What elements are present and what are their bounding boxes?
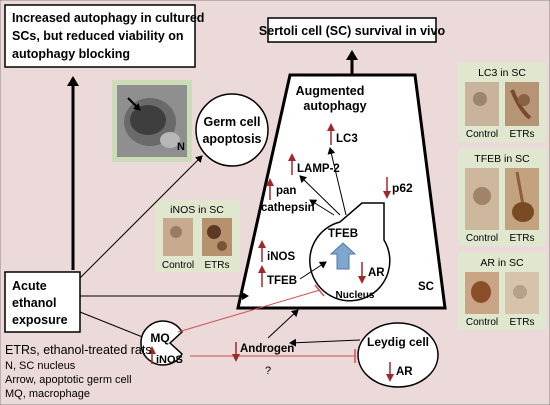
mq-label: MQ — [150, 331, 169, 345]
androgen-label: Androgen — [240, 343, 294, 355]
tfeb-translocation-arrow — [329, 242, 357, 270]
sertoli-cell-shape — [236, 73, 447, 310]
lc3-label: LC3 — [336, 133, 358, 145]
pan-label: pan — [276, 185, 296, 197]
tfeb-sc-label: TFEB — [267, 275, 297, 287]
acute-line-1: Acute — [12, 279, 47, 293]
ar-panel-title: AR in SC — [480, 257, 524, 269]
inos-panel-control: Control — [162, 260, 194, 271]
in-vitro-finding-line-2: SCs, but reduced viability on — [12, 29, 184, 43]
leydig-to-androgen-arrow — [289, 338, 361, 347]
leydig-ar-label: AR — [396, 366, 413, 378]
ar-label: AR — [368, 267, 385, 279]
legend-line-3: Arrow, apoptotic germ cell — [5, 374, 132, 386]
germ-cell-apoptosis-line-2: apoptosis — [202, 132, 261, 146]
tfeb-nuclear-label: TFEB — [328, 228, 358, 240]
germ-cell-apoptosis-node: Germ cell apoptosis — [195, 93, 269, 167]
nucleus-label: Nucleus — [336, 290, 375, 301]
leydig-label: Leydig cell — [367, 335, 429, 349]
germ-cell-apoptosis-line-1: Germ cell — [204, 115, 261, 129]
augmented-autophagy-line-2: autophagy — [303, 99, 366, 113]
sc-survival-box: Sertoli cell (SC) survival in vivo — [259, 17, 446, 43]
macrophage-shape — [140, 320, 183, 366]
sc-survival-text: Sertoli cell (SC) survival in vivo — [259, 24, 446, 38]
question-mark: ? — [265, 365, 271, 377]
lc3-panel-etrs: ETRs — [510, 129, 535, 140]
legend-line-4: MQ, macrophage — [5, 388, 90, 400]
tfeb-panel-control: Control — [466, 233, 498, 244]
leydig-cell-node: Leydig cell AR — [357, 322, 439, 388]
in-vitro-finding-line-3: autophagy blocking — [12, 47, 130, 61]
lc3-panel-control: Control — [466, 129, 498, 140]
legend-line-1: ETRs, ethanol-treated rats — [5, 343, 152, 357]
in-vitro-finding-box: Increased autophagy in cultured SCs, but… — [4, 4, 204, 68]
ar-panel-etrs: ETRs — [510, 317, 535, 328]
inos-panel: iNOS in SC Control ETRs — [155, 200, 240, 272]
mq-inhibits-sc-line — [177, 289, 321, 333]
legend-line-2: N, SC nucleus — [5, 360, 76, 372]
tfeb-to-lamp2-arrow — [299, 175, 341, 216]
acute-line-2: ethanol — [12, 296, 56, 310]
legend: ETRs, ethanol-treated rats N, SC nucleus… — [5, 343, 152, 400]
acute-to-apoptosis-arrow — [79, 155, 203, 279]
tfeb-panel-title: TFEB in SC — [474, 153, 530, 165]
in-vitro-finding-line-1: Increased autophagy in cultured — [12, 11, 204, 25]
ar-panel-control: Control — [466, 317, 498, 328]
acute-line-3: exposure — [12, 313, 68, 327]
tfeb-panel-etrs: ETRs — [510, 233, 535, 244]
augmented-autophagy-line-1: Augmented — [296, 84, 365, 98]
androgen-to-sc-arrow — [267, 309, 299, 339]
em-micrograph: N — [112, 80, 192, 162]
acute-ethanol-box: Acute ethanol exposure — [4, 271, 81, 333]
inos-mq-label: iNOS — [156, 354, 183, 366]
cathepsin-label: cathepsin — [261, 202, 315, 214]
sc-label: SC — [418, 281, 434, 293]
lc3-panel-title: LC3 in SC — [478, 67, 526, 79]
tfeb-to-cathepsin-arrow — [309, 199, 335, 216]
lamp2-label: LAMP-2 — [297, 163, 340, 175]
p62-label: p62 — [392, 181, 413, 195]
tfeb-to-lc3-arrow — [327, 147, 347, 216]
lc3-panel: LC3 in SC Control ETRs — [458, 62, 546, 142]
acute-to-mq-arrow — [79, 311, 151, 342]
ar-panel: AR in SC Control ETRs — [458, 252, 546, 330]
inos-sc-label: iNOS — [267, 251, 295, 263]
inos-panel-title: iNOS in SC — [170, 204, 224, 216]
micrograph-n-label: N — [177, 141, 185, 153]
inos-panel-etrs: ETRs — [205, 260, 230, 271]
tfeb-panel: TFEB in SC Control ETRs — [458, 148, 546, 246]
tfeb-to-nucleus-arrow — [299, 261, 327, 280]
